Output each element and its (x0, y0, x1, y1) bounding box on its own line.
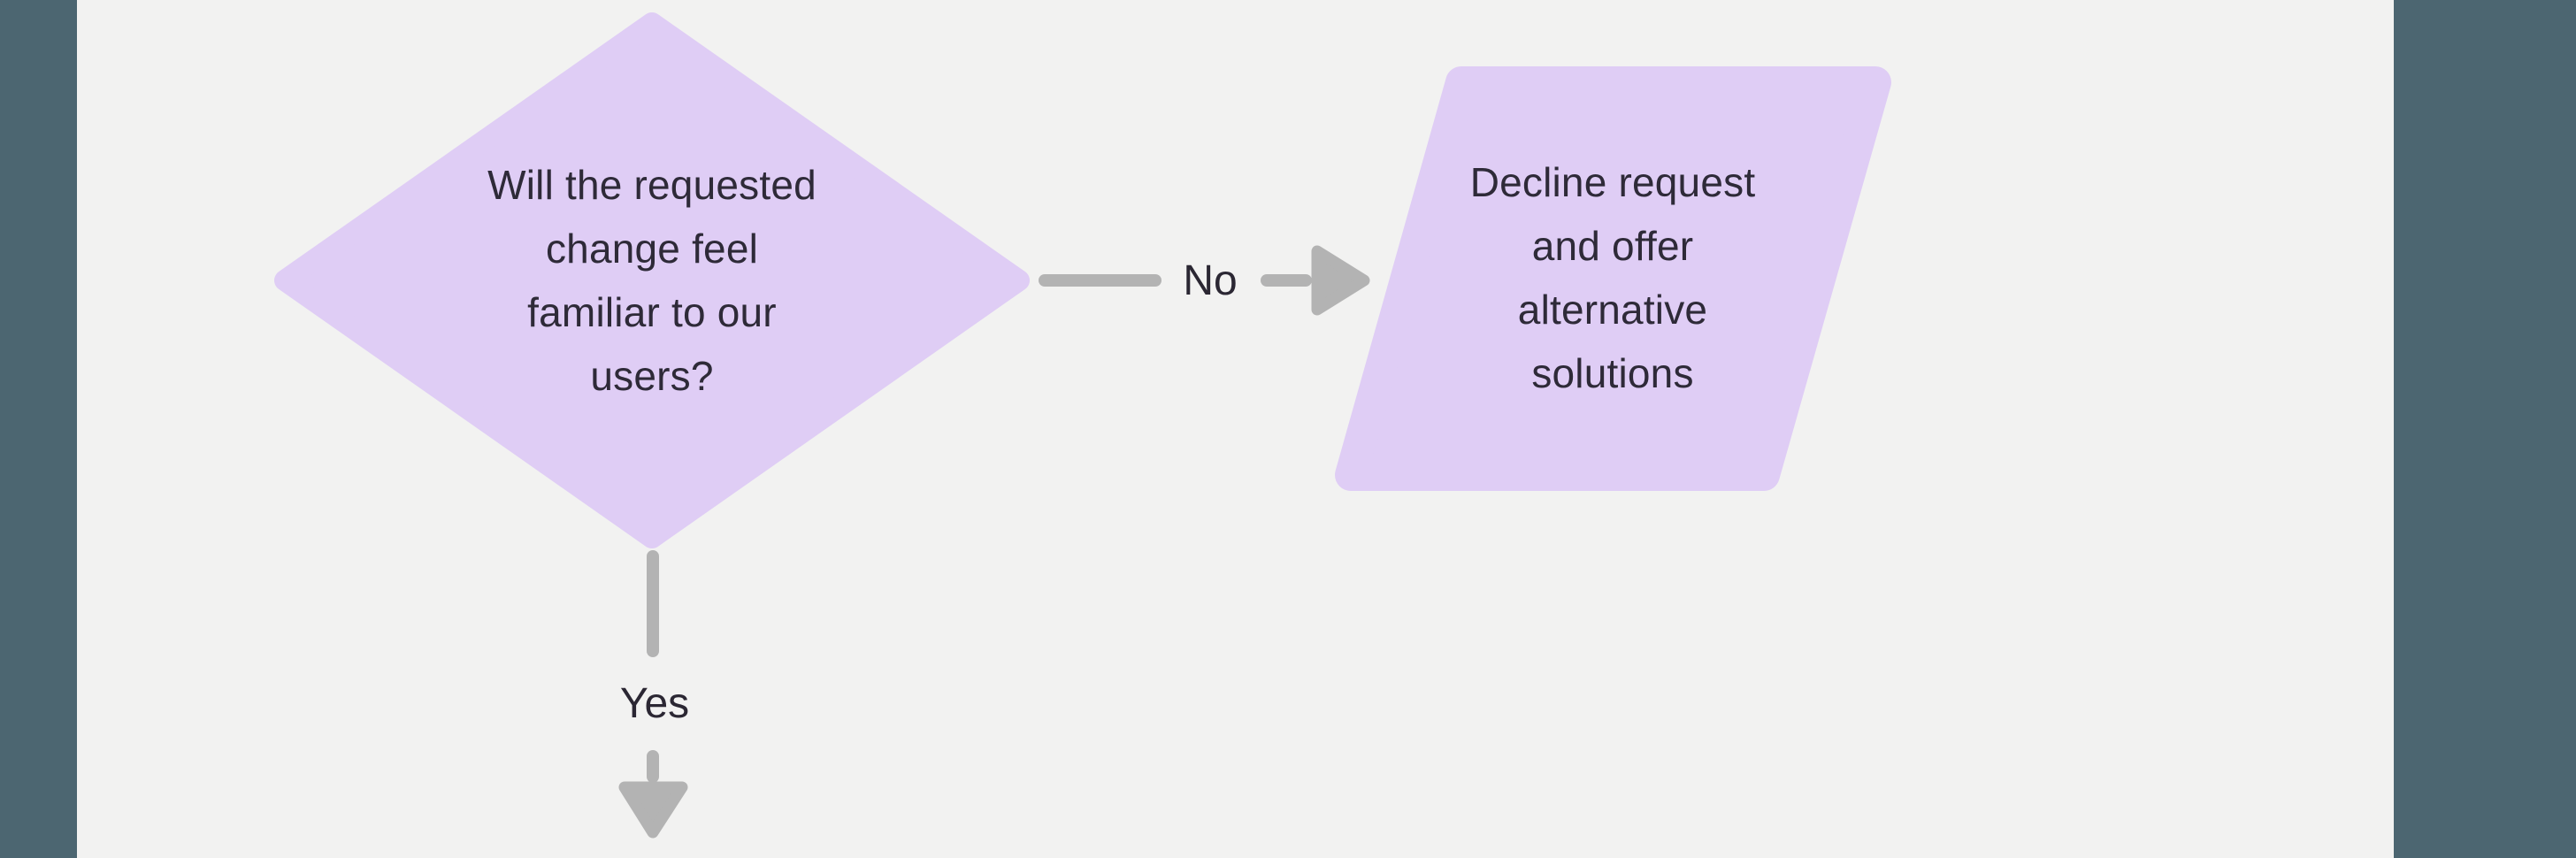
decision-node-text: Will the requested change feel familiar … (487, 162, 816, 399)
yes-arrowhead-icon (618, 781, 688, 839)
canvas-backdrop-right (2394, 0, 2576, 858)
output-node-text: Decline request and offer alternative so… (1469, 159, 1756, 396)
yes-edge-label: Yes (619, 680, 690, 727)
canvas-backdrop-left (0, 0, 77, 858)
no-edge-label: No (1183, 257, 1238, 304)
decision-diamond-shape[interactable] (274, 12, 1030, 548)
output-parallelogram-shape[interactable] (1335, 66, 1891, 491)
no-arrowhead-icon (1311, 245, 1370, 316)
